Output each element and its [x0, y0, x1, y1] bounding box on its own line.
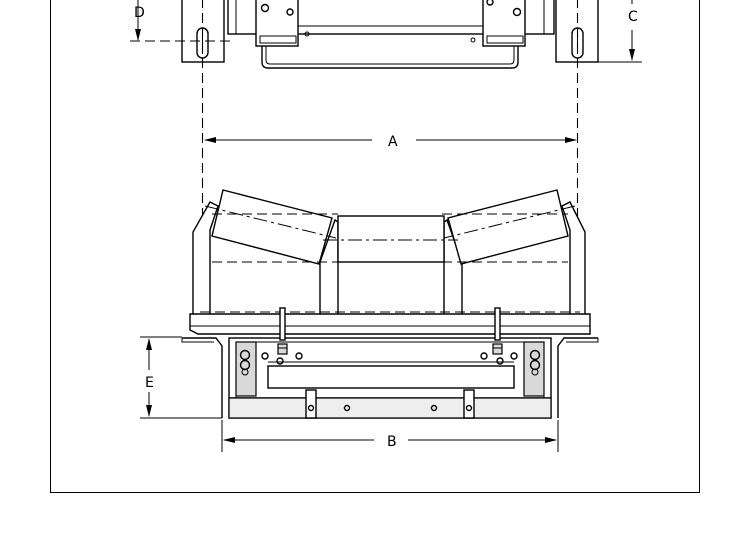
center-roller	[337, 215, 445, 263]
right-side-plate	[561, 201, 586, 319]
base-cross-beam	[189, 313, 591, 335]
front-view	[181, 189, 599, 419]
left-wing-roller	[211, 189, 333, 265]
left-clamp-block	[255, 0, 299, 47]
dimension-e: E	[140, 336, 222, 419]
right-mount-flange	[557, 337, 598, 418]
dimension-d: D	[130, 0, 230, 42]
left-mount-flange	[182, 337, 223, 418]
base-plate	[228, 397, 552, 419]
label-b: B	[387, 434, 397, 450]
left-base-clip	[305, 389, 317, 419]
slide-bar	[267, 365, 515, 389]
right-adjuster-bolt	[492, 307, 503, 355]
right-base-clip	[463, 389, 475, 419]
u-bar	[261, 34, 519, 69]
dimension-c: C	[598, 0, 642, 63]
top-view	[181, 0, 599, 69]
drawing-frame	[50, 0, 700, 493]
label-a: A	[388, 134, 398, 150]
right-clamp-block	[482, 0, 526, 47]
dimension-a: A	[204, 134, 577, 150]
left-side-plate	[192, 201, 219, 319]
label-e: E	[145, 375, 154, 391]
right-wing-roller	[447, 189, 569, 265]
label-d: D	[134, 5, 145, 21]
dimension-b: B	[221, 420, 559, 452]
left-adjuster-bolt	[277, 307, 288, 355]
label-c: C	[628, 9, 638, 25]
